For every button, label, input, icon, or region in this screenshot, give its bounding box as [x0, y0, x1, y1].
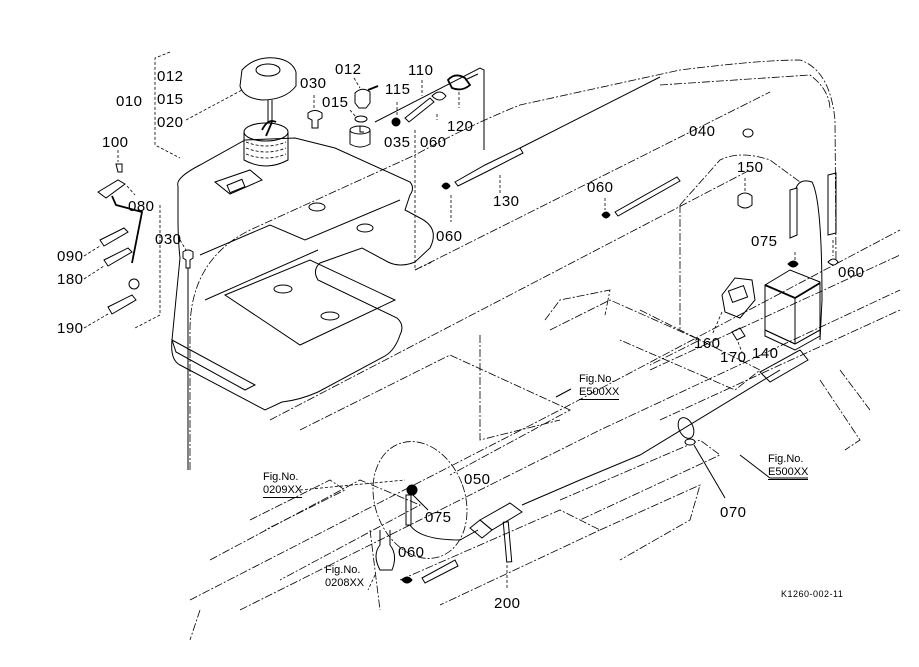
part-label-115[interactable]: 115: [385, 81, 411, 98]
part-label-070[interactable]: 070: [720, 504, 747, 521]
assembly-outline: [189, 59, 837, 470]
fuel-tank: [171, 120, 434, 411]
part-label-120[interactable]: 120: [447, 118, 474, 135]
drawing-code: K1260-002-11: [781, 589, 844, 599]
part-label-015[interactable]: 015: [322, 94, 349, 111]
figure-ref-number: E500XX: [579, 386, 620, 400]
part-label-060[interactable]: 060: [838, 264, 865, 281]
fuel-lines: [269, 76, 771, 421]
part-label-200[interactable]: 200: [494, 595, 521, 612]
part-label-060[interactable]: 060: [398, 544, 425, 561]
part-label-110[interactable]: 110: [408, 62, 434, 79]
part-label-130[interactable]: 130: [493, 193, 520, 210]
small-parts-top: [307, 67, 485, 271]
figure-reference-0208xx[interactable]: Fig.No. 0208XX: [325, 564, 364, 590]
figure-ref-prefix: Fig.No.: [579, 373, 615, 385]
figure-ref-number: 0209XX: [263, 484, 303, 498]
part-label-030[interactable]: 030: [155, 231, 182, 248]
part-label-035[interactable]: 035: [384, 134, 411, 151]
part-label-075[interactable]: 075: [751, 233, 778, 250]
part-label-030[interactable]: 030: [300, 75, 327, 92]
part-label-060[interactable]: 060: [420, 134, 447, 151]
part-label-012[interactable]: 012: [335, 61, 362, 78]
part-label-100[interactable]: 100: [102, 134, 129, 151]
part-label-050[interactable]: 050: [464, 471, 491, 488]
part-label-170[interactable]: 170: [720, 349, 747, 366]
part-label-090[interactable]: 090: [57, 248, 84, 265]
figure-reference-e500xx[interactable]: Fig.No. E500XX: [768, 453, 809, 480]
part-label-012[interactable]: 012: [157, 68, 184, 85]
part-label-180[interactable]: 180: [57, 271, 84, 288]
figure-ref-prefix: Fig.No.: [325, 564, 361, 576]
battery-area: [679, 128, 839, 353]
part-label-150[interactable]: 150: [737, 159, 764, 176]
part-label-010[interactable]: 010: [116, 93, 143, 110]
bracket-010-group: [154, 51, 181, 159]
part-label-040[interactable]: 040: [689, 123, 716, 140]
part-label-015[interactable]: 015: [157, 91, 184, 108]
sender-parts: [83, 150, 194, 470]
part-label-075[interactable]: 075: [425, 509, 452, 526]
chassis-frame: [189, 229, 901, 641]
part-label-080[interactable]: 080: [128, 198, 155, 215]
figure-reference-e500xx[interactable]: Fig.No. E500XX: [579, 373, 620, 400]
fuel-cap: [185, 57, 297, 122]
figure-ref-prefix: Fig.No.: [768, 453, 804, 465]
part-label-160[interactable]: 160: [694, 335, 721, 352]
figure-reference-0209xx[interactable]: Fig.No. 0209XX: [263, 471, 303, 498]
part-label-060[interactable]: 060: [587, 179, 614, 196]
figure-ref-number: E500XX: [768, 466, 809, 480]
part-label-060[interactable]: 060: [436, 228, 463, 245]
part-label-020[interactable]: 020: [157, 114, 184, 131]
part-label-190[interactable]: 190: [57, 320, 84, 337]
figure-ref-prefix: Fig.No.: [263, 471, 299, 483]
figure-ref-number: 0208XX: [325, 577, 365, 589]
part-label-140[interactable]: 140: [752, 345, 779, 362]
